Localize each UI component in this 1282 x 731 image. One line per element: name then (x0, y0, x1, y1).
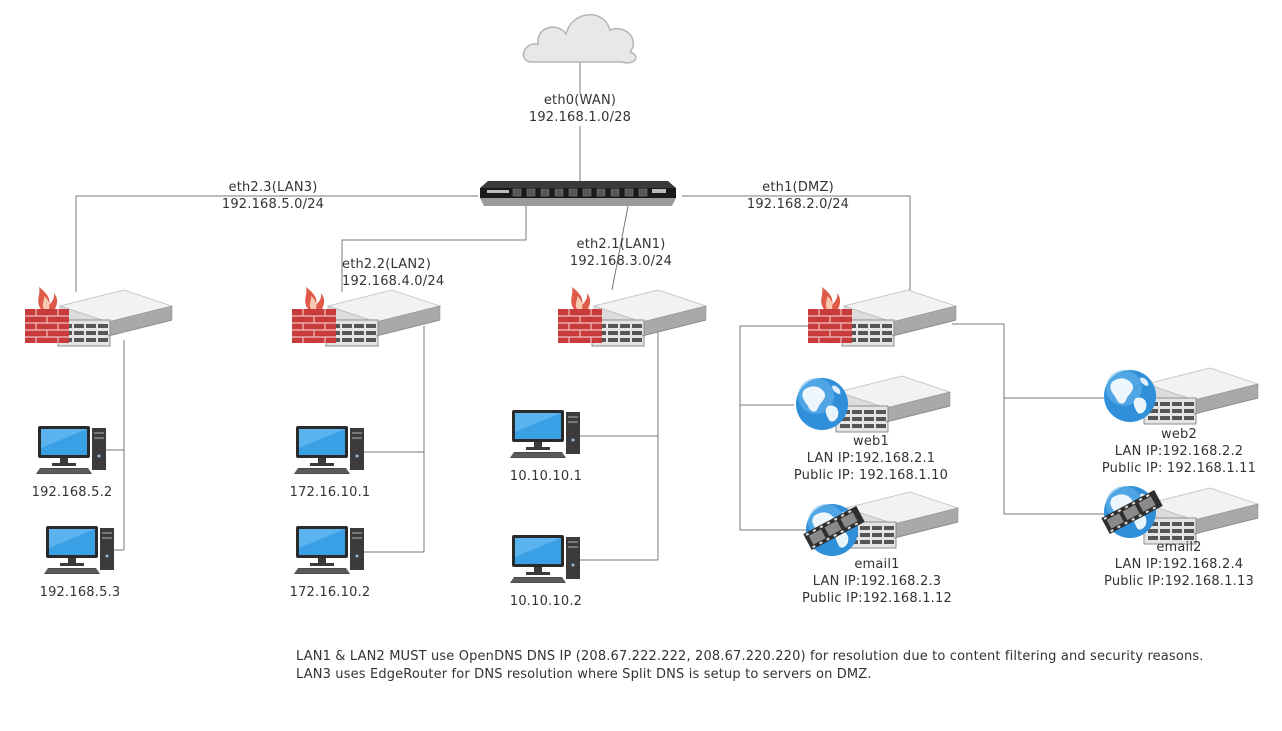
server-label-email2: email2 LAN IP:192.168.2.4 Public IP:192.… (1078, 539, 1280, 590)
lan1-subnet: 192.168.3.0/24 (569, 254, 673, 269)
email1-public-ip: Public IP:192.168.1.12 (802, 591, 952, 606)
web2-lan-ip: LAN IP:192.168.2.2 (1114, 444, 1244, 459)
host-label-lan1-b: 10.10.10.2 (509, 594, 583, 609)
lan3-subnet: 192.168.5.0/24 (221, 197, 325, 212)
lan3-iface: eth2.3(LAN3) (228, 180, 318, 195)
lan3-label: eth2.3(LAN3) 192.168.5.0/24 (208, 179, 338, 213)
firewall-lan3-icon (24, 286, 173, 347)
connection-lines (75, 62, 1108, 561)
web1-lan-ip: LAN IP:192.168.2.1 (806, 451, 936, 466)
dmz-subnet: 192.168.2.0/24 (746, 197, 850, 212)
internet-cloud-icon (522, 13, 637, 64)
email2-public-ip: Public IP:192.168.1.13 (1104, 574, 1254, 589)
lan2-label: eth2.2(LAN2) 192.168.4.0/24 (342, 256, 444, 290)
wan-iface: eth0(WAN) (543, 93, 617, 108)
host-label-lan1-a: 10.10.10.1 (509, 469, 583, 484)
host-label-lan2-b: 172.16.10.2 (289, 585, 371, 600)
host-label-lan2-a: 172.16.10.1 (289, 485, 371, 500)
pc-lan3-b-icon (43, 525, 115, 575)
firewall-dmz-icon (807, 286, 957, 347)
web2-public-ip: Public IP: 192.168.1.11 (1101, 461, 1257, 476)
pc-lan2-a-icon (293, 425, 365, 475)
web1-public-ip: Public IP: 192.168.1.10 (793, 468, 949, 483)
server-label-web1: web1 LAN IP:192.168.2.1 Public IP: 192.1… (770, 433, 972, 484)
web1-name: web1 (853, 434, 889, 449)
note-line-2: LAN3 uses EdgeRouter for DNS resolution … (296, 667, 872, 682)
dmz-label: eth1(DMZ) 192.168.2.0/24 (734, 179, 862, 213)
email1-name: email1 (854, 557, 900, 572)
dmz-iface: eth1(DMZ) (762, 180, 834, 195)
note-line-1: LAN1 & LAN2 MUST use OpenDNS DNS IP (208… (296, 649, 1204, 664)
pc-lan3-a-icon (35, 425, 107, 475)
wan-label: eth0(WAN) 192.168.1.0/28 (516, 92, 644, 126)
host-label-lan3-a: 192.168.5.2 (31, 485, 113, 500)
host-label-lan3-b: 192.168.5.3 (39, 585, 121, 600)
server-email2-icon (1101, 486, 1259, 545)
lan1-label: eth2.1(LAN1) 192.168.3.0/24 (558, 236, 684, 270)
lan2-iface: eth2.2(LAN2) (342, 257, 431, 272)
email2-name: email2 (1156, 540, 1202, 555)
lan2-subnet: 192.168.4.0/24 (342, 274, 445, 289)
email2-lan-ip: LAN IP:192.168.2.4 (1114, 557, 1244, 572)
server-label-web2: web2 LAN IP:192.168.2.2 Public IP: 192.1… (1078, 426, 1280, 477)
email1-lan-ip: LAN IP:192.168.2.3 (812, 574, 942, 589)
pc-lan1-a-icon (509, 409, 581, 459)
pc-lan1-b-icon (509, 534, 581, 584)
lan1-iface: eth2.1(LAN1) (576, 237, 666, 252)
server-email1-icon (803, 491, 959, 556)
dns-notes: LAN1 & LAN2 MUST use OpenDNS DNS IP (208… (296, 648, 1204, 684)
server-web2-icon (1104, 367, 1259, 425)
edge-router-icon (480, 181, 676, 206)
firewall-lan2-icon (291, 286, 441, 347)
pc-lan2-b-icon (293, 525, 365, 575)
wan-subnet: 192.168.1.0/28 (528, 110, 632, 125)
server-label-email1: email1 LAN IP:192.168.2.3 Public IP:192.… (776, 556, 978, 607)
firewall-lan1-icon (557, 286, 707, 347)
web2-name: web2 (1161, 427, 1197, 442)
server-web1-icon (796, 375, 951, 433)
